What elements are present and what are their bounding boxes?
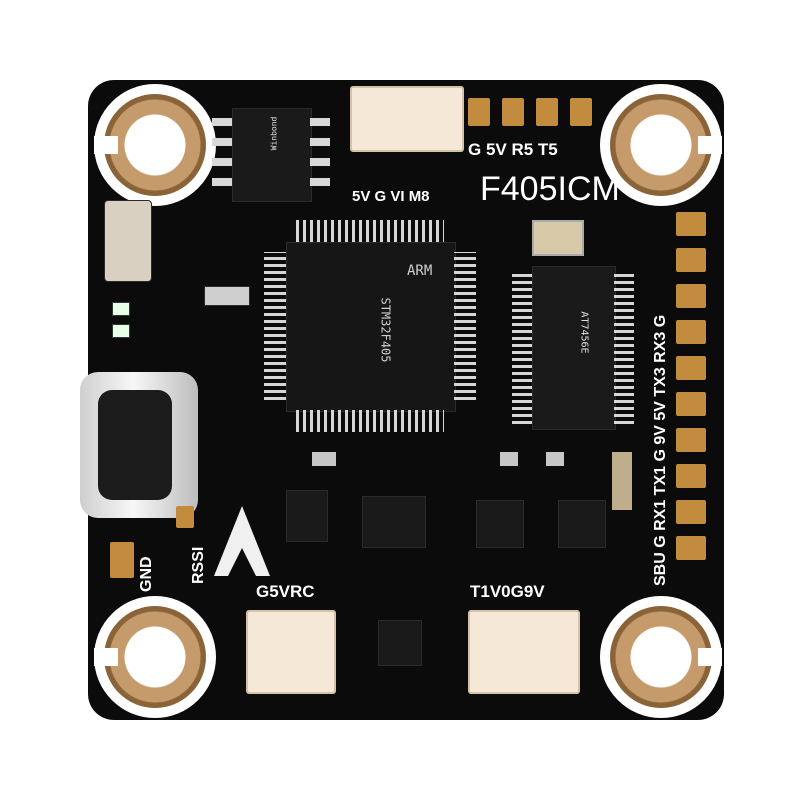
boot-button bbox=[104, 200, 152, 282]
rssi-pad bbox=[176, 506, 194, 528]
crystal-small bbox=[204, 286, 250, 306]
top-connector bbox=[350, 86, 464, 152]
right-pad bbox=[676, 212, 706, 236]
bottom-left-connector-label: G5VRC bbox=[256, 582, 315, 601]
top-pad bbox=[468, 98, 490, 126]
top-connector-label: 5V G VI M8 bbox=[352, 188, 430, 205]
right-pad bbox=[676, 428, 706, 452]
crystal bbox=[532, 220, 584, 256]
gnd-pad bbox=[110, 542, 134, 578]
top-pad bbox=[536, 98, 558, 126]
right-edge-labels: SBU G RX1 TX1 G 9V 5V TX3 RX3 G bbox=[652, 314, 669, 586]
flash-memory-chip: Winbond bbox=[232, 108, 312, 202]
bottom-right-connector-label: T1V0G9V bbox=[470, 582, 545, 601]
top-pad bbox=[570, 98, 592, 126]
osd-chip: AT7456E bbox=[532, 266, 616, 430]
bottom-regulator bbox=[378, 620, 422, 666]
mount-hole-top-right bbox=[600, 84, 722, 206]
bottom-right-connector bbox=[468, 610, 580, 694]
top-pad bbox=[502, 98, 524, 126]
right-pad bbox=[676, 536, 706, 560]
right-pad bbox=[676, 356, 706, 380]
flash-brand-text: Winbond bbox=[269, 116, 279, 151]
bottom-left-connector bbox=[246, 610, 336, 694]
right-pad bbox=[676, 248, 706, 272]
right-pad bbox=[676, 284, 706, 308]
board-title: F405ICM bbox=[480, 170, 620, 208]
mount-hole-bottom-left bbox=[94, 596, 216, 718]
mount-hole-bottom-right bbox=[600, 596, 722, 718]
mcu-brand-text: ARM bbox=[407, 263, 433, 279]
osd-part-text: AT7456E bbox=[578, 311, 590, 354]
status-led bbox=[112, 324, 130, 338]
mount-hole-top-left bbox=[94, 84, 216, 206]
mcu-chip: ARM STM32F405 bbox=[286, 242, 456, 412]
top-pad-labels: G 5V R5 T5 bbox=[468, 140, 558, 159]
status-led bbox=[112, 302, 130, 316]
usb-c-port bbox=[80, 372, 198, 518]
gnd-label: GND bbox=[138, 556, 155, 592]
right-pad bbox=[676, 500, 706, 524]
right-pad bbox=[676, 464, 706, 488]
right-pad bbox=[676, 392, 706, 416]
mcu-part-text: STM32F405 bbox=[378, 297, 393, 363]
rssi-label: RSSI bbox=[190, 546, 207, 584]
right-pad bbox=[676, 320, 706, 344]
